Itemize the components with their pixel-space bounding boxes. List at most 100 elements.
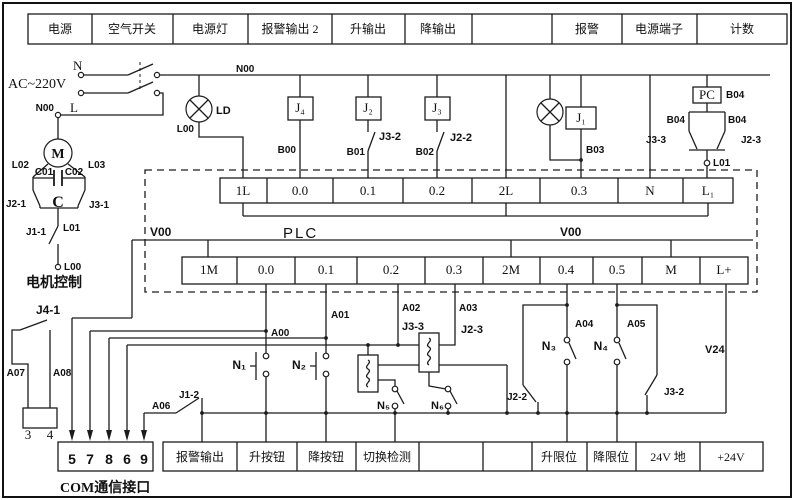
a03-label: A03 — [459, 303, 478, 314]
l00-lamp-label: L00 — [177, 124, 195, 135]
capacitor-icon — [53, 170, 63, 186]
b00-label: B00 — [278, 145, 297, 156]
terminal-4-label: 4 — [47, 427, 54, 442]
pc-label: PC — [699, 87, 715, 102]
j2-3-top-label: J2-3 — [741, 135, 761, 146]
com-pin-7: 7 — [86, 451, 94, 467]
bottom-cell-plus24v: +24V — [717, 450, 745, 464]
b01-label: B01 — [347, 147, 366, 158]
components: M — [22, 86, 722, 429]
j3-3-coil-label: J3-3 — [402, 321, 424, 333]
a08-label: A08 — [53, 368, 72, 379]
l-label: L — [70, 100, 78, 115]
j1-1-label: J1-1 — [26, 227, 46, 238]
n-label: N — [73, 58, 83, 73]
lamp-ld-icon — [185, 95, 213, 123]
plc-terminal-2m: 2M — [502, 262, 521, 277]
output-branch-labels: LD L00 J₄ J₂ J₃ J₁ PC B00 B01 B02 B03 B0… — [177, 87, 762, 169]
n3-label: N₃ — [542, 339, 556, 353]
top-cell-down-output: 降输出 — [420, 21, 456, 36]
n00-rail-label: N00 — [236, 64, 255, 75]
j2-1-label: J2-1 — [6, 199, 26, 210]
j3-2-top-label: J3-2 — [379, 131, 401, 143]
a04-label: A04 — [575, 319, 594, 330]
com-arrow-icons — [69, 430, 147, 441]
top-cell-alarm: 报警 — [575, 21, 599, 36]
relay-j2-label: J₂ — [363, 100, 373, 115]
plc-terminal-i05: 0.5 — [609, 262, 625, 277]
bottom-cell-up-button: 升按钮 — [249, 449, 285, 464]
plc-bottom-terminal-row: 1M 0.0 0.1 0.2 0.3 2M 0.4 0.5 M L+ — [181, 256, 749, 285]
plc-terminal-q02: 0.2 — [429, 183, 445, 198]
wiring — [11, 62, 770, 442]
plc-terminal-l1: L₁ — [702, 183, 714, 198]
bottom-cell-switch-detect: 切换检测 — [363, 449, 411, 464]
relay-j3-box — [424, 96, 451, 121]
a00-label: A00 — [271, 328, 290, 339]
v24-label: V24 — [705, 344, 725, 356]
j3-3-top-label: J3-3 — [646, 135, 666, 146]
a01-label: A01 — [331, 310, 350, 321]
l01-top-label: L01 — [713, 158, 731, 169]
j2-2-top-label: J2-2 — [450, 132, 472, 144]
bottom-cell-down-limit: 降限位 — [593, 449, 629, 464]
plc-terminal-i04: 0.4 — [558, 262, 575, 277]
coil-box-2 — [418, 332, 440, 373]
j3-2-bottom-label: J3-2 — [664, 387, 684, 398]
lamp-alarm-icon — [536, 98, 564, 126]
source-labels: N AC~220V N00 L N00 — [8, 58, 255, 115]
plc-terminal-m: M — [665, 262, 677, 277]
relay-j1-label: J₁ — [576, 110, 586, 125]
input-branch-labels: A00 A01 A02 J3-3 A03 J2-3 A04 A05 A06 A0… — [7, 303, 726, 442]
com-pin-9: 9 — [140, 451, 148, 467]
a05-label: A05 — [627, 319, 646, 330]
a02-label: A02 — [402, 303, 421, 314]
b03-label: B03 — [586, 145, 605, 156]
l02-label: L02 — [12, 160, 30, 171]
plc-terminal-i00: 0.0 — [258, 262, 274, 277]
ac220v-label: AC~220V — [8, 77, 66, 92]
a07-label: A07 — [7, 368, 26, 379]
n00-left-label: N00 — [36, 103, 55, 114]
top-cell-power-terminal: 电源端子 — [635, 22, 683, 36]
n2-label: N₂ — [292, 358, 306, 372]
motor-symbol: M — [51, 147, 64, 162]
top-cell-up-output: 升输出 — [350, 21, 386, 36]
plc-terminal-lplus: L+ — [716, 262, 731, 277]
plc-terminal-q01: 0.1 — [360, 183, 376, 198]
plc-dashed-boundary — [144, 169, 758, 293]
j2-3-coil-label: J2-3 — [461, 324, 483, 336]
com-pin-8: 8 — [105, 451, 113, 467]
n1-label: N₁ — [232, 358, 246, 372]
n5-label: N₅ — [377, 400, 390, 412]
bottom-cell-alarm-output: 报警输出 — [176, 449, 224, 464]
com-box — [57, 441, 154, 472]
counter-contact-box — [22, 407, 58, 429]
top-cell-count: 计数 — [730, 21, 754, 36]
c02-label: C02 — [65, 167, 84, 178]
top-cell-power-lamp: 电源灯 — [192, 22, 228, 36]
plc-terminal-i01: 0.1 — [318, 262, 334, 277]
j3-1-label: J3-1 — [89, 200, 109, 211]
b04-pc-label: B04 — [726, 90, 745, 101]
terminal-circles — [54, 71, 711, 410]
bottom-label-strip: 报警输出 升按钮 降按钮 切换检测 升限位 降限位 24V 地 +24V — [162, 441, 764, 472]
bottom-cell-up-limit: 升限位 — [541, 449, 577, 464]
v00-right-label: V00 — [560, 225, 582, 239]
v00-left-label: V00 — [150, 225, 172, 239]
ld-label: LD — [216, 105, 231, 117]
top-label-strip: 电源 空气开关 电源灯 报警输出 2 升输出 降输出 报警 电源端子 计数 — [27, 13, 788, 45]
c01-label: C01 — [35, 167, 54, 178]
relay-j4-box — [287, 96, 314, 121]
l01-motor-label: L01 — [63, 223, 81, 234]
com-pin-6: 6 — [123, 451, 131, 467]
b04-left-label: B04 — [667, 115, 686, 126]
bottom-cell-24v-gnd: 24V 地 — [650, 450, 685, 464]
capacitor-label: C — [52, 194, 64, 211]
relay-j3-label: J₃ — [432, 100, 442, 115]
top-cell-alarm-output2: 报警输出 2 — [261, 21, 318, 36]
j2-2-bottom-label: J2-2 — [507, 392, 527, 403]
junction-dots — [26, 158, 649, 416]
